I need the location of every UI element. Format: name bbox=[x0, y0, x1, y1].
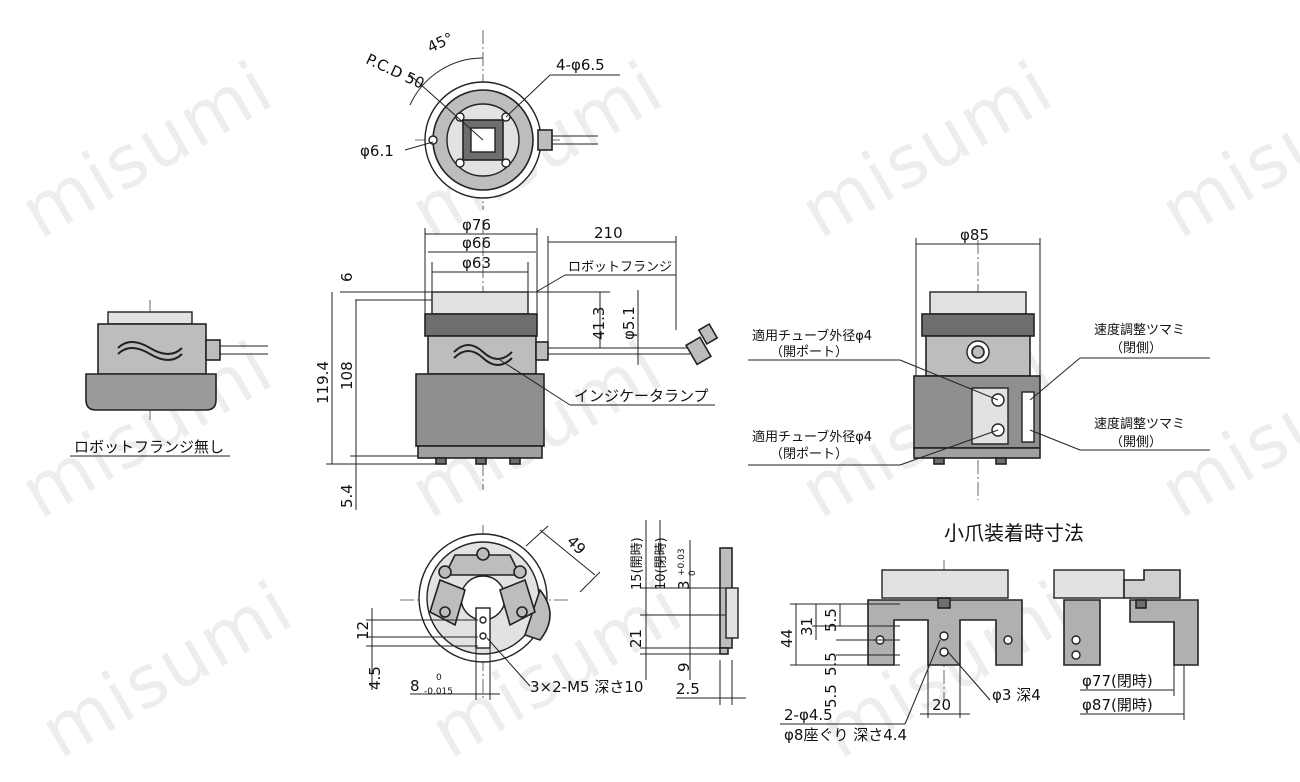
top-view: 45° P.C.D 50 4-φ6.5 φ6.1 bbox=[360, 29, 620, 210]
h-top-label: 6 bbox=[338, 272, 356, 282]
open77-label: φ77(閉時) bbox=[1082, 672, 1153, 690]
cable-length-label: 210 bbox=[594, 224, 623, 242]
tube-close-label: 適用チューブ外径φ4 bbox=[752, 429, 872, 445]
pin-label: φ6.1 bbox=[360, 142, 394, 160]
d-flange-label: φ76 bbox=[462, 216, 491, 234]
h-offset-label: 41.3 bbox=[590, 307, 608, 340]
small-jaw-title: 小爪装着時寸法 bbox=[944, 521, 1084, 545]
d21-label: 21 bbox=[627, 629, 645, 648]
d45-label: 4.5 bbox=[366, 666, 384, 690]
h-body-label: 108 bbox=[338, 361, 356, 390]
h55c-label: 5.5 bbox=[822, 684, 840, 708]
h55b-label: 5.5 bbox=[822, 652, 840, 676]
speed-close-label: 速度調整ツマミ bbox=[1094, 416, 1185, 432]
counterbore-label: φ8座ぐり 深さ4.4 bbox=[784, 726, 907, 744]
jaw-side-view: 15(開時) 10(閉時) 3 +0.03 0 21 9 2.5 bbox=[627, 520, 746, 705]
holes45-label: 2-φ4.5 bbox=[784, 706, 833, 724]
d-body-label: φ66 bbox=[462, 234, 491, 252]
open87-label: φ87(開時) bbox=[1082, 696, 1153, 714]
port-open-label: （開ポート） bbox=[770, 345, 848, 360]
speed-close-side-label: （開側） bbox=[1110, 435, 1162, 450]
angle-label: 45° bbox=[424, 29, 456, 57]
right-view: φ85 適用チューブ外径φ4 （開ポート） 適用チューブ外径φ4 （閉ポート） … bbox=[748, 226, 1210, 500]
d12-label: 12 bbox=[354, 621, 372, 640]
watermark: misumi bbox=[787, 44, 1068, 254]
h55a-label: 5.5 bbox=[822, 608, 840, 632]
tol-upper-label: 0 bbox=[436, 673, 442, 683]
tol-low-label: 0 bbox=[688, 570, 698, 576]
d3-label: 3 bbox=[675, 580, 693, 590]
front-view: φ76 φ66 φ63 210 ロボットフランジ 41.3 φ5.1 6 119… bbox=[314, 216, 719, 510]
h-bottom-label: 5.4 bbox=[338, 484, 356, 508]
cable-d-label: φ5.1 bbox=[620, 306, 638, 340]
indicator-label: インジケータランプ bbox=[574, 387, 709, 405]
d-top-label: φ63 bbox=[462, 254, 491, 272]
h-total-label: 119.4 bbox=[314, 361, 332, 404]
h31-label: 31 bbox=[798, 617, 816, 636]
small-jaw-view: 小爪装着時寸法 44 31 5.5 5.5 5.5 20 φ3 深4 2-φ4.… bbox=[778, 521, 1199, 744]
speed-open-side-label: （閉側） bbox=[1110, 341, 1162, 356]
watermark: misumi bbox=[1147, 44, 1300, 254]
d25-label: 2.5 bbox=[676, 680, 700, 698]
d49-label: 49 bbox=[563, 532, 589, 558]
tube-open-label: 適用チューブ外径φ4 bbox=[752, 328, 872, 344]
width8-label: 8 bbox=[410, 677, 420, 695]
side-view-label: ロボットフランジ無し bbox=[74, 438, 224, 456]
tol-lower-label: -0.015 bbox=[424, 687, 453, 697]
robot-flange-label: ロボットフランジ bbox=[568, 260, 672, 275]
bottom-view: 49 12 4.5 8 0 -0.015 3×2-M5 深さ10 bbox=[354, 525, 643, 700]
thread-label: 3×2-M5 深さ10 bbox=[530, 678, 643, 696]
d9-label: 9 bbox=[675, 662, 693, 672]
speed-open-label: 速度調整ツマミ bbox=[1094, 322, 1185, 338]
closed10-label: 10(閉時) bbox=[654, 537, 669, 590]
holes-label: 4-φ6.5 bbox=[556, 56, 605, 74]
d-max-label: φ85 bbox=[960, 226, 989, 244]
open15-label: 15(開時) bbox=[630, 537, 645, 590]
w20-label: 20 bbox=[932, 696, 951, 714]
h44-label: 44 bbox=[778, 629, 796, 648]
side-view: ロボットフランジ無し bbox=[70, 300, 268, 457]
watermark: misumi bbox=[7, 44, 288, 254]
tol-up-label: +0.03 bbox=[677, 548, 687, 576]
watermark: misumi bbox=[27, 564, 308, 774]
pcd-label: P.C.D 50 bbox=[363, 50, 427, 93]
port-close-label: （閉ポート） bbox=[770, 447, 848, 462]
small-pin-label: φ3 深4 bbox=[992, 686, 1041, 704]
